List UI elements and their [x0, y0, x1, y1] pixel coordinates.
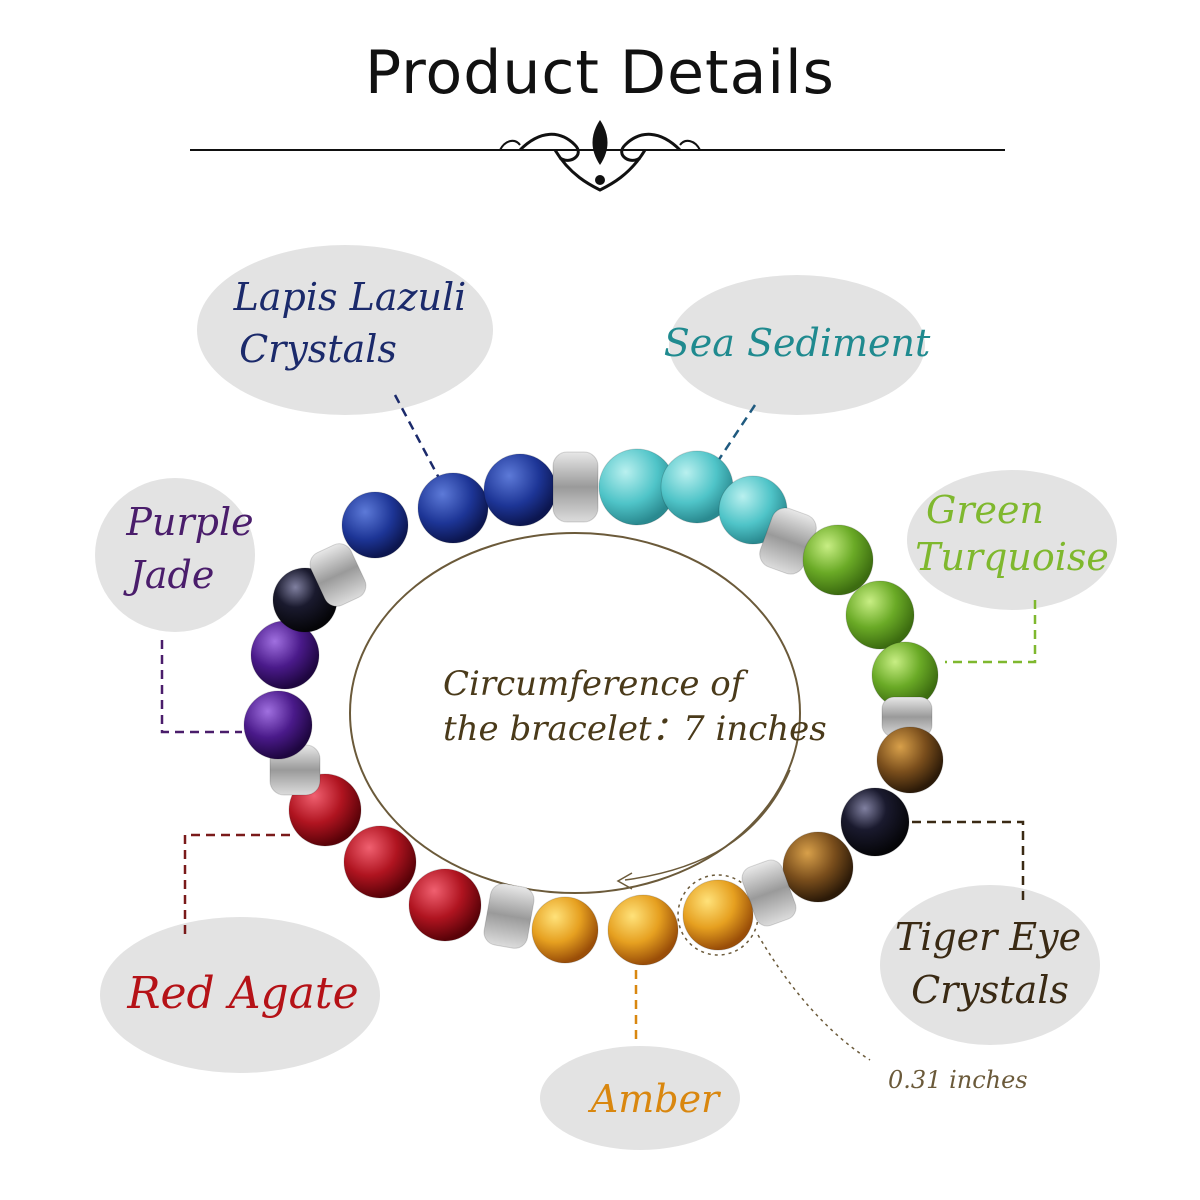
bead-size-label: 0.31 inches: [888, 1066, 1028, 1094]
sea-label-oval: [669, 275, 925, 415]
amber-bead: [682, 879, 754, 951]
lapis-label-line1: Lapis Lazuli: [233, 275, 467, 319]
amber-bead: [607, 894, 679, 966]
lapis-bead: [483, 453, 557, 527]
purple-label-oval: [95, 478, 255, 632]
bead-size-leader-line: [757, 934, 871, 1061]
decorative-flourish-icon: [190, 120, 1005, 192]
green-turquoise-bead: [802, 524, 874, 596]
lapis-leader-line: [393, 394, 442, 481]
circumference-line2: the bracelet：: [443, 709, 686, 749]
amber-label-oval: [540, 1046, 740, 1150]
amber-bead: [531, 896, 599, 964]
tiger-label-line2: Crystals: [911, 968, 1069, 1012]
silver-spacer: [483, 883, 535, 949]
page-title: Product Details: [365, 38, 835, 108]
bracelet: [243, 448, 944, 966]
tiger-label-line1: Tiger Eye: [895, 915, 1081, 959]
amber-label: Amber: [588, 1077, 722, 1121]
purple-leader-line: [160, 640, 242, 734]
red-agate-bead: [343, 825, 417, 899]
circumference-oval: [349, 532, 801, 894]
purple-jade-bead: [243, 690, 313, 760]
red-label-oval: [100, 917, 380, 1073]
silver-spacer: [552, 451, 599, 523]
green-leader-line: [945, 600, 1037, 664]
tiger-leader-line: [912, 820, 1025, 900]
lapis-label-oval: [197, 245, 493, 415]
lapis-bead: [417, 472, 489, 544]
lapis-label-line2: Crystals: [239, 327, 397, 371]
silver-spacer: [309, 543, 367, 607]
red-label: Red Agate: [126, 968, 358, 1019]
circumference-value: 7 inches: [683, 709, 827, 749]
circumference-line1: Circumference of: [443, 664, 749, 704]
tiger-label-oval: [880, 885, 1100, 1045]
green-label-line2: Turquoise: [915, 535, 1109, 579]
tiger-eye-bead: [782, 831, 854, 903]
red-agate-bead: [408, 868, 482, 942]
green-turquoise-bead: [845, 580, 915, 650]
sea-label: Sea Sediment: [664, 321, 931, 365]
green-label-line1: Green: [926, 488, 1044, 532]
red-leader-line: [183, 833, 290, 935]
purple-label-line1: Purple: [125, 500, 253, 544]
circumference-arrow: [624, 769, 791, 881]
lapis-bead: [341, 491, 409, 559]
purple-label-line2: Jade: [123, 553, 215, 597]
green-label-oval: [907, 470, 1117, 610]
tiger-eye-bead: [876, 726, 944, 794]
black-bead: [840, 787, 910, 857]
